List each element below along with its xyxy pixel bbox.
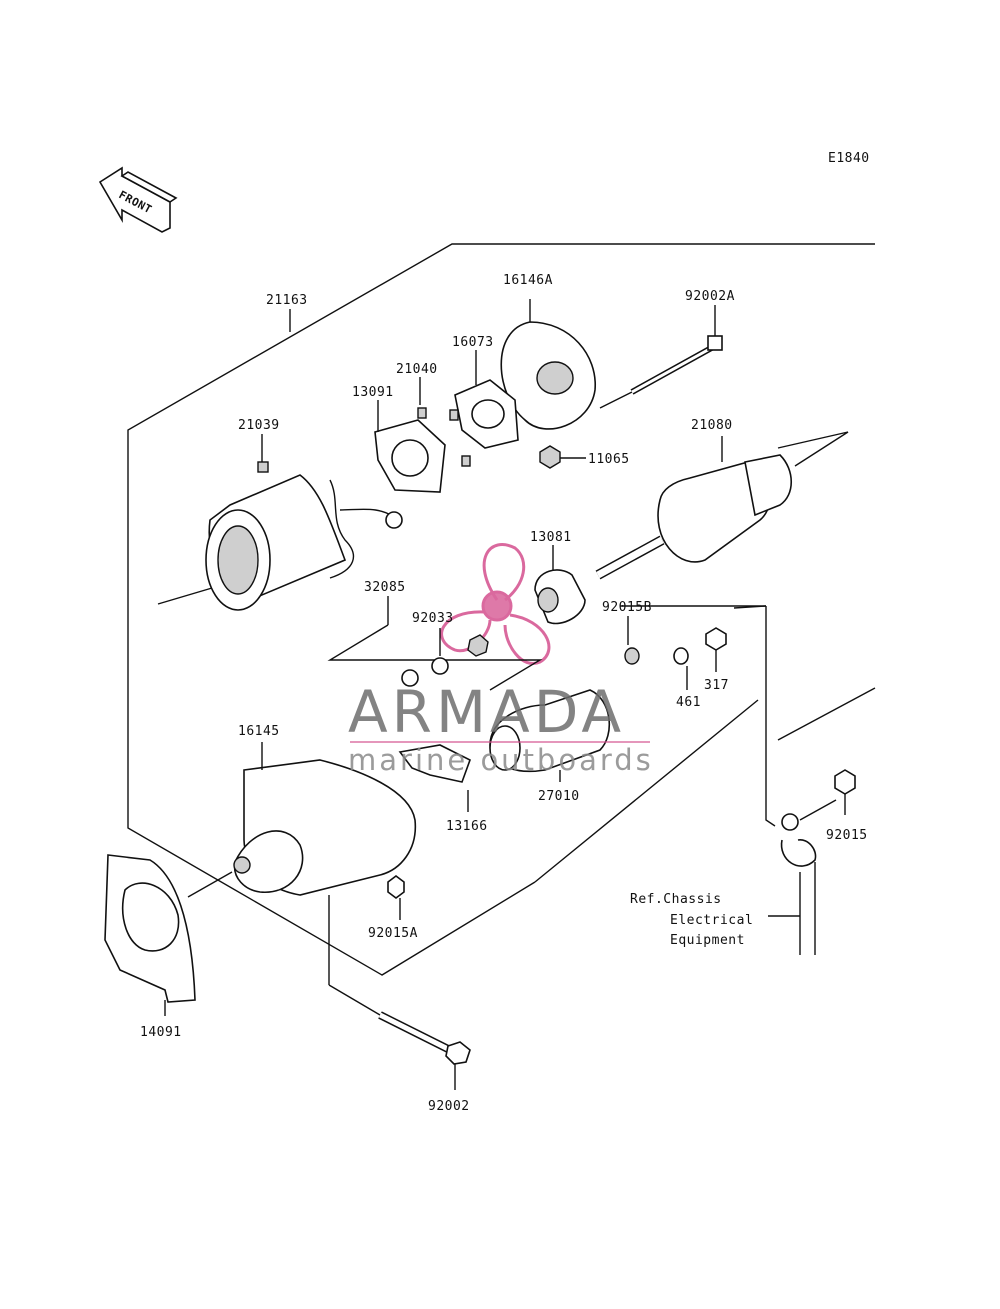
label-11065: 11065 [588,452,630,467]
bolt-92002 [328,895,471,1090]
nut-11065 [539,445,586,469]
label-21163: 21163 [266,293,308,308]
washer-92015b [624,616,640,665]
label-13081: 13081 [530,530,572,545]
reference-note: Ref.Chassis Electrical Equipment [630,892,753,948]
assembly-bracket-lines [127,243,876,976]
label-13166: 13166 [446,819,488,834]
lever-13166 [398,744,471,812]
chassis-bracket-lines [620,605,837,827]
brush-holder-13091 [374,400,446,493]
label-92002: 92002 [428,1099,470,1114]
label-21080: 21080 [691,418,733,433]
washer-461 [673,647,689,690]
label-32085: 32085 [364,580,406,595]
label-16146a: 16146A [503,273,553,288]
ring-92033 [401,628,489,687]
housing-16145 [187,742,417,898]
label-92015b: 92015B [602,600,652,615]
label-27010: 27010 [538,789,580,804]
watermark: ARMADA marine outboards [348,678,654,777]
gasket-14091 [104,854,196,1016]
label-92002a: 92002A [685,289,735,304]
label-92033: 92033 [412,611,454,626]
nut-92015 [834,769,856,815]
label-16145: 16145 [238,724,280,739]
diagram-code: E1840 [828,151,870,166]
label-21040: 21040 [396,362,438,377]
end-cover-16146a [500,299,596,430]
nut-317 [705,627,727,672]
part-labels: 21163 16146A 92002A 16073 21040 13091 21… [140,273,868,1114]
watermark-brand: ARMADA [348,678,625,746]
label-13091: 13091 [352,385,394,400]
nut-92015a [387,875,405,920]
label-92015a: 92015A [368,926,418,941]
reference-line-1: Ref.Chassis [630,892,722,907]
pinion-13081 [534,545,586,625]
armada-logo-icon [440,543,551,665]
yoke-21039 [157,434,403,611]
armature-21080 [595,431,849,580]
label-461: 461 [676,695,701,710]
label-317: 317 [704,678,729,693]
front-arrow-icon: FRONT [98,166,178,233]
label-16073: 16073 [452,335,494,350]
ground-cable [768,813,817,955]
label-92015: 92015 [826,828,868,843]
label-21039: 21039 [238,418,280,433]
label-14091: 14091 [140,1025,182,1040]
reference-line-3: Equipment [670,933,745,948]
brush-plate-16073 [454,350,519,449]
reference-line-2: Electrical [670,913,753,928]
bolt-92002a [599,305,723,409]
watermark-tagline: marine outboards [348,743,654,777]
solenoid-27010 [489,689,611,782]
